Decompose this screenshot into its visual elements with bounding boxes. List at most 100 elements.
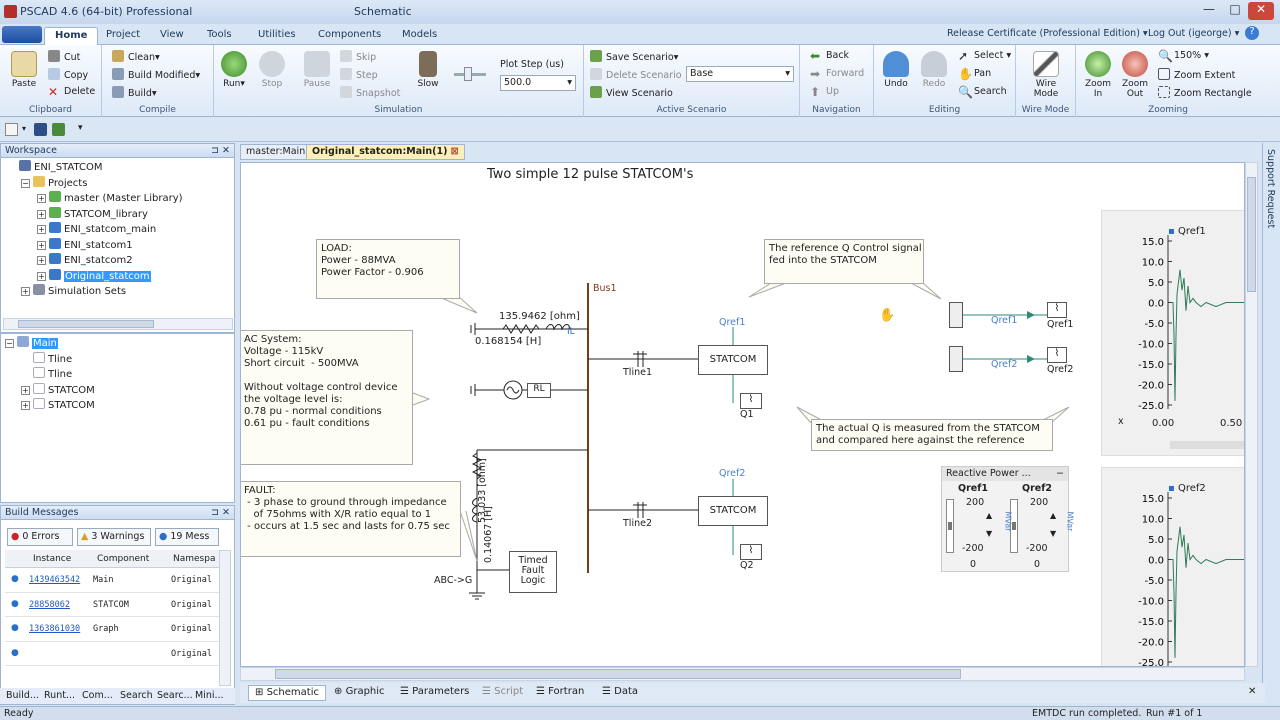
new-file-dropdown[interactable]: ▾ [22,124,27,133]
tree-project-master[interactable]: +master (Master Library) [5,191,230,207]
canvas-vscroll-thumb[interactable] [1247,177,1256,292]
col-instance[interactable]: Instance [33,554,72,564]
fault-note[interactable]: FAULT: - 3 phase to ground through imped… [241,481,461,557]
snapshot-button[interactable]: Snapshot [340,86,400,99]
step-button[interactable]: Step [340,68,378,81]
expand-icon[interactable]: + [21,287,30,296]
tree-statcom-2[interactable]: +STATCOM [5,398,230,414]
tab-runtime[interactable]: Runt... [44,690,76,701]
tab-view[interactable]: View [160,29,184,40]
up-button[interactable]: ⬆Up [810,86,839,98]
tab-compile[interactable]: Com... [82,690,113,701]
minimize-button[interactable]: — [1203,2,1215,16]
stop-button[interactable]: Stop [252,49,292,89]
plot-step-select[interactable]: 500.0▾ [500,75,576,91]
new-file-icon[interactable] [5,123,18,136]
statcom-block-1[interactable]: STATCOM [698,345,768,375]
view-tab-script[interactable]: ☰ Script [476,685,529,701]
actual-q-note[interactable]: The actual Q is measured from the STATCO… [811,419,1053,451]
tab-minimap[interactable]: Mini... [195,690,224,701]
tab-home[interactable]: Home [44,27,99,45]
view-tab-data[interactable]: ☰ Data [596,685,644,701]
back-button[interactable]: ⬅Back [810,50,849,62]
build-modified-button[interactable]: Build Modified▾ [112,68,200,81]
zoom-level-dropdown[interactable]: 🔍150% ▾ [1158,49,1209,63]
select-button[interactable]: ➚Select ▾ [958,49,1012,63]
zoom-extent-button[interactable]: Zoom Extent [1158,68,1235,81]
close-view-icon[interactable]: ✕ [1248,686,1257,697]
rl-impedance-block[interactable]: RL [527,383,551,398]
tab-tools[interactable]: Tools [207,29,232,40]
collapse-icon[interactable]: − [21,178,30,188]
tree-tline-1[interactable]: Tline [5,351,230,368]
reference-note[interactable]: The reference Q Control signal fed into … [764,239,924,284]
tree-main[interactable]: −Main [5,336,230,352]
forward-button[interactable]: ➡Forward [810,68,864,80]
doc-tab-master[interactable]: master:Main [240,144,312,160]
cell-instance[interactable]: 1363861030 [29,624,81,634]
expand-icon[interactable]: + [21,401,30,410]
tree-project-original[interactable]: +Original_statcom [5,268,230,285]
workspace-hscrollbar[interactable] [3,318,233,330]
support-request-sidebar[interactable]: Support Request [1262,143,1280,703]
canvas-hscroll-thumb[interactable] [275,669,961,679]
save-all-icon[interactable] [52,123,65,136]
graph-hscrollbar[interactable] [1170,441,1244,449]
help-icon[interactable]: ? [1245,26,1259,40]
graph-qref2[interactable]: ▪ Qref2 ⊟ 15.010.05.00.0-5.0-10.0-15.0-2… [1101,467,1244,666]
canvas-hscrollbar[interactable] [240,667,1245,681]
tab-search-2[interactable]: Searc... [157,690,193,701]
expand-icon[interactable]: + [21,385,30,395]
tree-project-main[interactable]: +ENI_statcom_main [5,222,230,238]
pan-button[interactable]: ✋Pan [958,68,991,80]
close-tab-icon[interactable]: ⊠ [450,146,459,157]
view-tab-graphic[interactable]: ⊕ Graphic [328,685,391,701]
expand-icon[interactable]: + [37,271,46,281]
cell-instance[interactable]: 28858062 [29,599,70,610]
col-namespace[interactable]: Namespa [173,554,216,564]
ac-system-note[interactable]: AC System: Voltage - 115kV Short circuit… [241,330,413,465]
certificate-dropdown[interactable]: Release Certificate (Professional Editio… [947,28,1148,39]
timed-fault-logic-block[interactable]: Timed Fault Logic [509,551,557,593]
save-icon[interactable] [34,123,47,136]
tree-root[interactable]: ENI_STATCOM [5,160,230,176]
close-button[interactable]: ✕ [1248,2,1274,20]
tree-simulation-sets[interactable]: +Simulation Sets [5,284,230,300]
view-tab-parameters[interactable]: ☰ Parameters [394,685,475,701]
expand-icon[interactable]: + [37,225,46,234]
slow-button[interactable]: Slow [408,49,448,89]
qref2-meter-block[interactable]: ⌇ [1047,347,1067,363]
save-scenario-button[interactable]: Save Scenario▾ [590,50,678,63]
search-button[interactable]: 🔍Search [958,86,1007,98]
statcom-block-2[interactable]: STATCOM [698,496,768,526]
qref2-slider-track[interactable] [1010,499,1018,553]
view-scenario-button[interactable]: View Scenario [590,86,673,99]
undo-button[interactable]: Undo [876,49,916,89]
cell-instance[interactable]: 1439463542 [29,575,81,585]
messages-filter-button[interactable]: ● 19 Mess [155,528,219,546]
qref1-down-arrow[interactable]: ▼ [986,529,993,538]
expand-icon[interactable]: + [37,209,46,219]
paste-button[interactable]: Paste [4,49,44,89]
graph-qref1[interactable]: ▪ Qref1 ⊟ 15.010.05.00.0-5.0-10.0-15.0-2… [1101,210,1244,456]
maximize-button[interactable]: □ [1229,2,1241,16]
run-button[interactable]: Run▾ [214,49,254,89]
tree-project-statcom1[interactable]: +ENI_statcom1 [5,237,230,254]
logout-button[interactable]: Log Out (igeorge) ▾ [1148,28,1240,39]
tab-project[interactable]: Project [106,29,141,40]
qref1-meter-block[interactable]: ⌇ [1047,302,1067,318]
zoom-in-button[interactable]: Zoom In [1078,49,1118,99]
canvas-vscrollbar[interactable] [1245,162,1258,667]
tab-models[interactable]: Models [402,29,438,40]
tab-utilities[interactable]: Utilities [258,29,296,40]
qref1-slider-track[interactable] [946,499,954,553]
slider-panel-collapse[interactable]: − [1056,468,1064,479]
application-menu-button[interactable] [2,26,42,43]
tab-search[interactable]: Search [120,690,153,701]
warnings-filter-button[interactable]: ▲ 3 Warnings [77,528,151,546]
pause-button[interactable]: Pause [297,49,337,89]
zoom-rectangle-button[interactable]: Zoom Rectangle [1158,86,1252,99]
build-button[interactable]: Build▾ [112,86,157,99]
q2-meter-block[interactable]: ⌇ [740,544,762,560]
